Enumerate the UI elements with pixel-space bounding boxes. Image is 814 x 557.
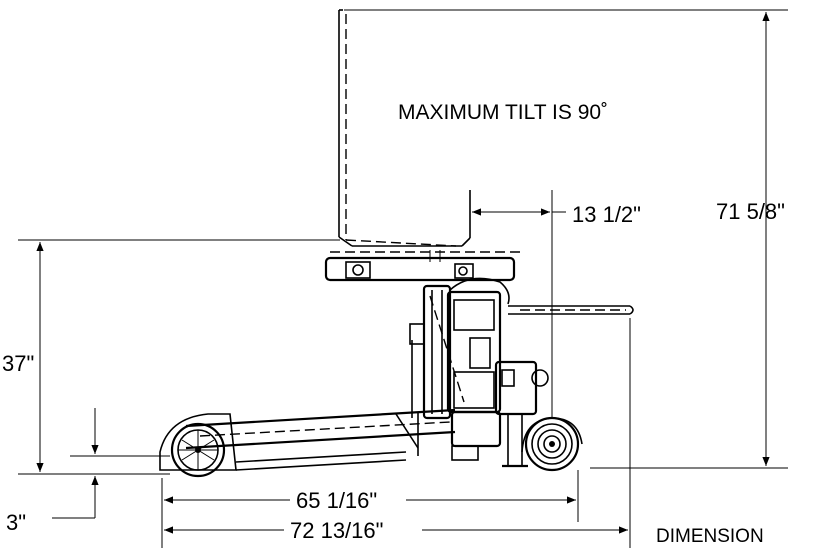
deck-height-label: 37" (2, 351, 34, 376)
tilt-carriage (324, 250, 520, 282)
ground-clearance-label: 3" (6, 510, 26, 535)
max-tilt-note: MAXIMUM TILT IS 90˚ (398, 101, 608, 124)
overall-length-label: 72 13/16" (290, 518, 383, 543)
dimension-caption: DIMENSION (656, 526, 764, 547)
overall-height-label: 71 5/8" (716, 199, 785, 224)
tilted-bin-outline (338, 9, 471, 247)
mast-column (409, 284, 452, 420)
dimension-lines (36, 12, 770, 534)
rear-wheel (170, 422, 226, 478)
drive-assembly (446, 277, 549, 468)
tow-handle (508, 305, 634, 315)
front-wheel (521, 416, 583, 472)
tilt-offset-label: 13 1/2" (572, 202, 641, 227)
wheelbase-label: 65 1/16" (296, 488, 377, 513)
extension-lines (18, 9, 788, 548)
chassis-rail (159, 295, 465, 471)
